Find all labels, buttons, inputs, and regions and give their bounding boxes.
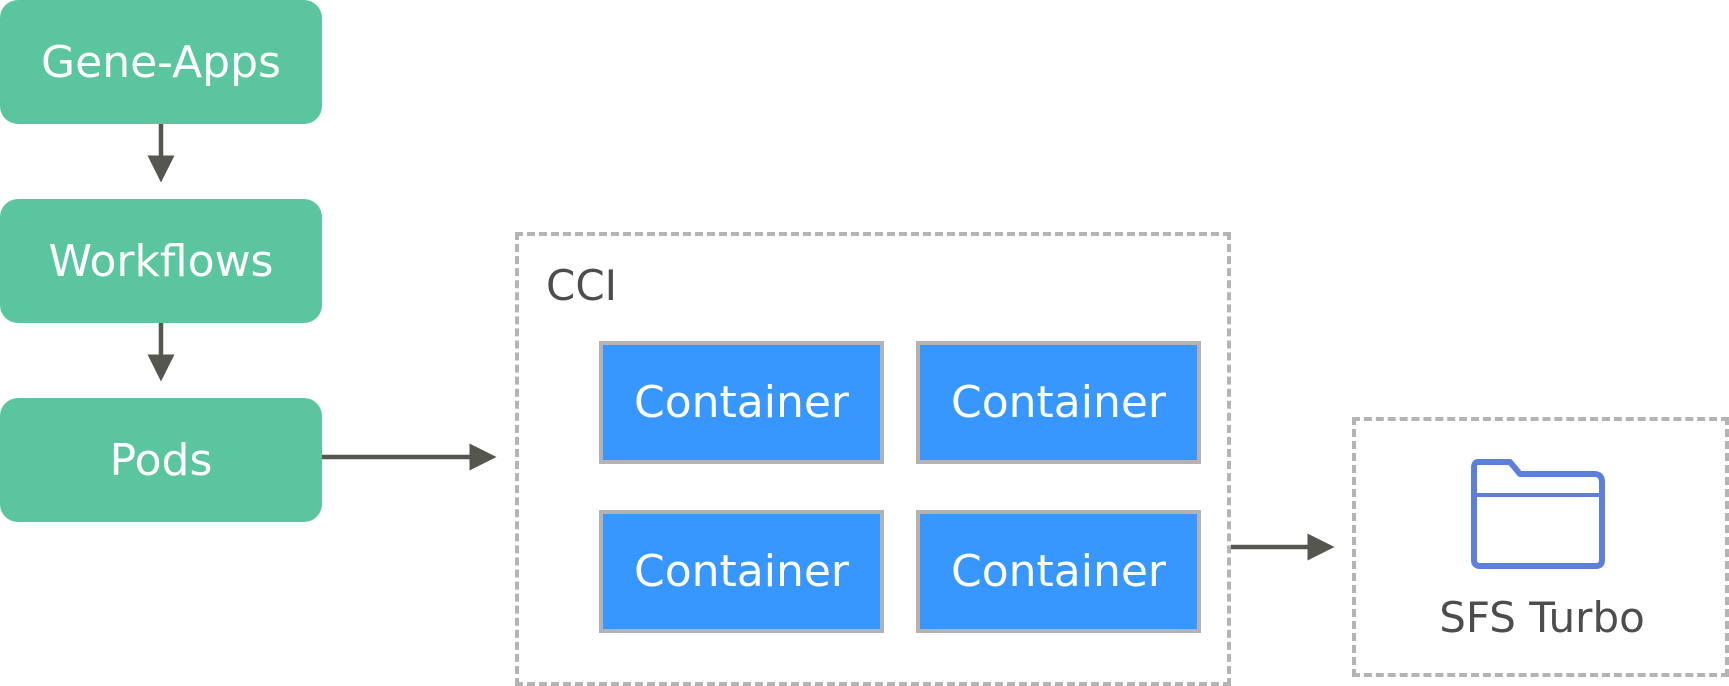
gene-apps-label: Gene-Apps [41,36,281,88]
cci-group [515,232,1231,686]
gene-apps-node: Gene-Apps [0,0,322,124]
container-label: Container [633,377,849,428]
pods-label: Pods [109,434,213,486]
workflows-node: Workflows [0,199,322,323]
container-node: Container [599,341,884,464]
container-node: Container [916,341,1201,464]
container-node: Container [916,510,1201,633]
sfs-turbo-group [1352,417,1729,677]
folder-icon [1471,459,1605,569]
sfs-turbo-label: SFS Turbo [1439,593,1645,642]
container-node: Container [599,510,884,633]
container-label: Container [950,546,1166,597]
container-label: Container [950,377,1166,428]
workflows-label: Workflows [48,235,274,287]
cci-label: CCI [546,261,618,310]
container-label: Container [633,546,849,597]
pods-node: Pods [0,398,322,522]
